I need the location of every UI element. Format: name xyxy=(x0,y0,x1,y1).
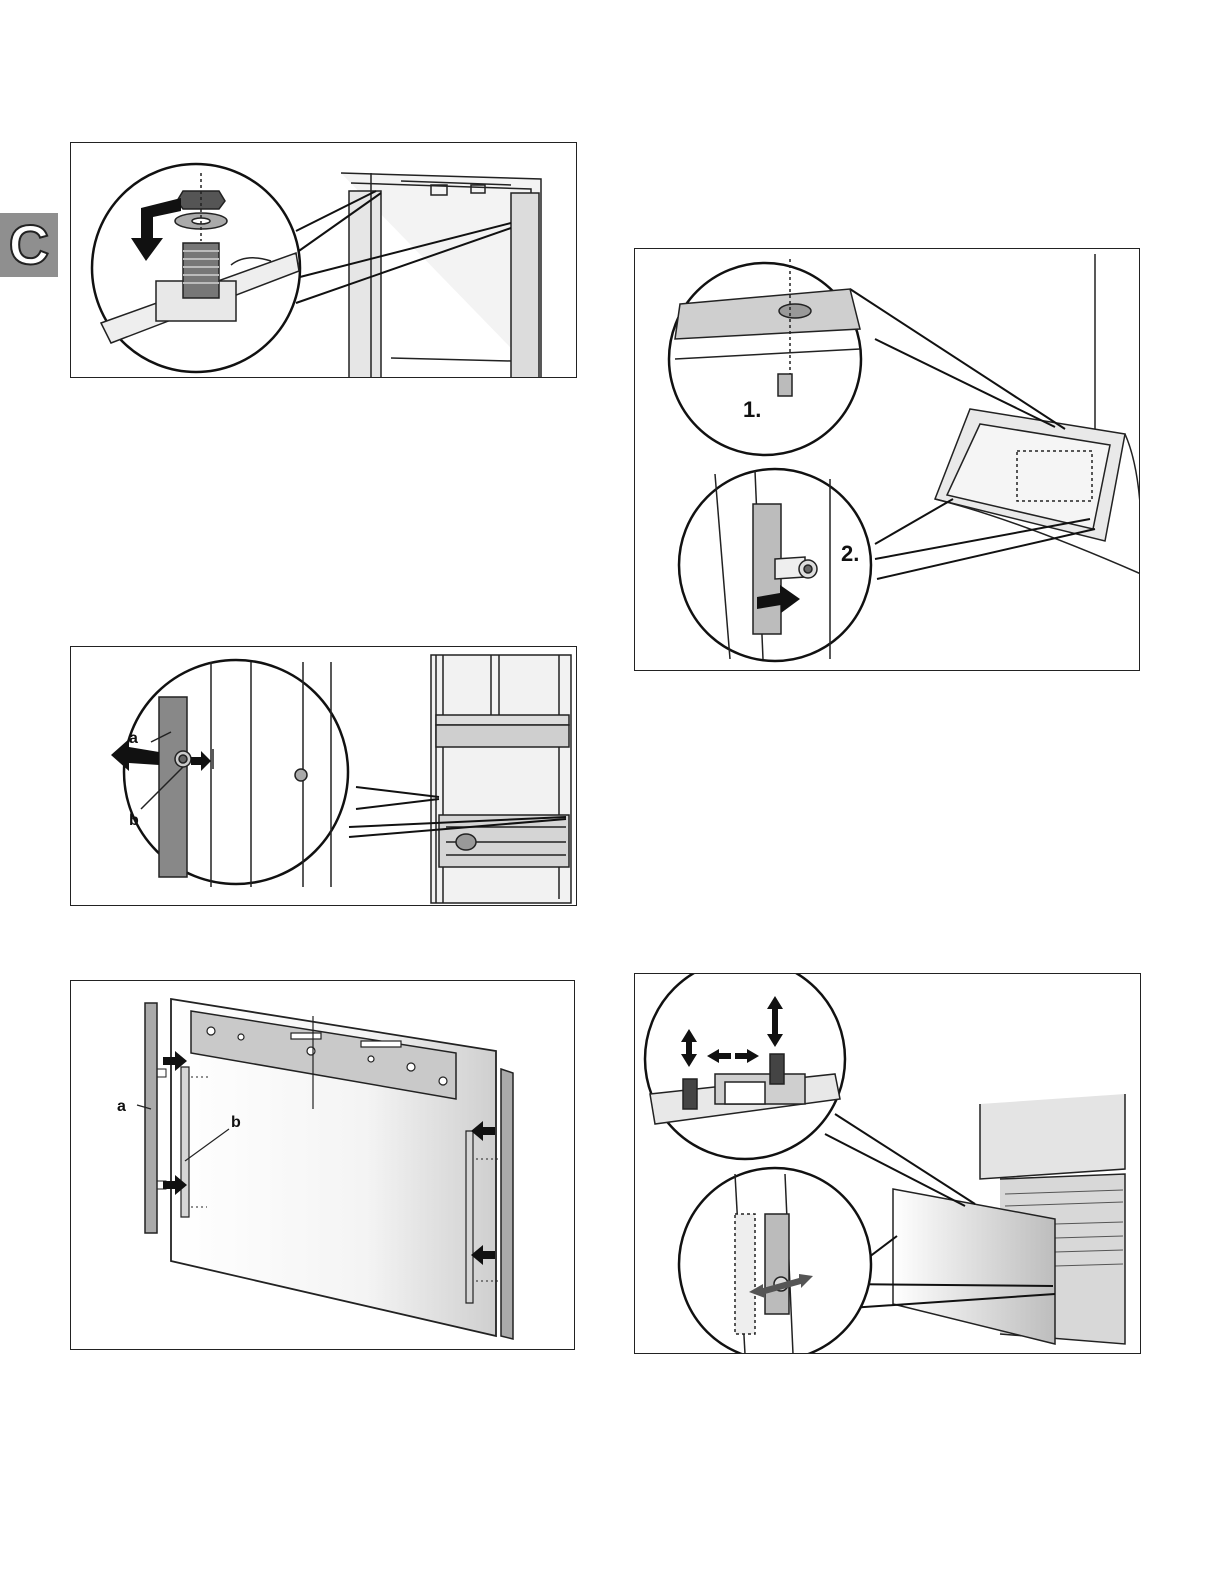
figure-strip-screw: a b xyxy=(70,646,577,906)
figure-mount-steps: 1. 2. xyxy=(634,248,1140,671)
illustration-strip-screw: a b xyxy=(71,647,577,906)
callout-b: b xyxy=(129,812,139,829)
illustration-hinge-nut xyxy=(71,143,577,378)
illustration-adjust xyxy=(635,974,1141,1354)
section-letter: C xyxy=(9,217,49,273)
callout-a: a xyxy=(129,730,138,747)
callout-b: b xyxy=(231,1114,241,1131)
illustration-panel-strips: a b xyxy=(71,981,575,1350)
step-2-label: 2. xyxy=(841,541,859,566)
callout-a: a xyxy=(117,1098,126,1115)
illustration-mount-steps: 1. 2. xyxy=(635,249,1140,671)
section-tab: C xyxy=(0,213,58,277)
figure-panel-strips: a b xyxy=(70,980,575,1350)
step-1-label: 1. xyxy=(743,397,761,422)
figure-hinge-nut xyxy=(70,142,577,378)
figure-adjust xyxy=(634,973,1141,1354)
